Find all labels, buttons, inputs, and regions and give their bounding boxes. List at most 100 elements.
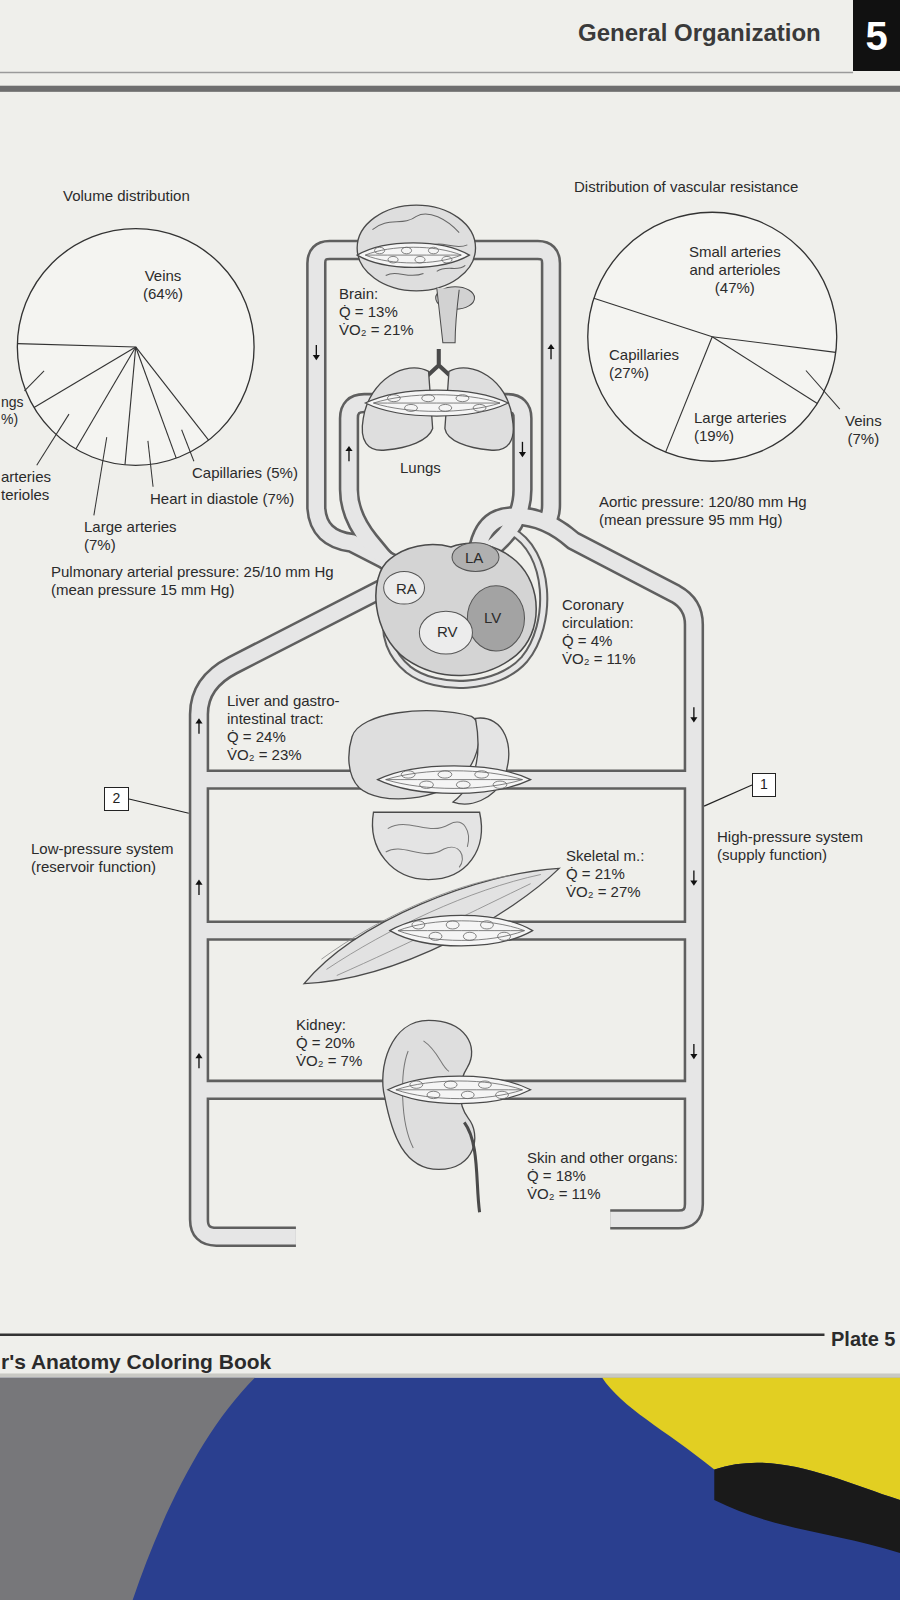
- flow-arrow: [690, 1054, 697, 1059]
- capillary-bed: [475, 771, 489, 778]
- kidney-drawing: [464, 1122, 479, 1212]
- pie-chart: [588, 212, 837, 461]
- chamber-label: LV: [484, 609, 501, 627]
- organ-label: Lungs: [400, 459, 441, 477]
- slice-label: Capillaries (27%): [609, 346, 679, 382]
- page-rule: [0, 1333, 824, 1336]
- capillary-bed: [365, 255, 461, 263]
- callout-number: 2: [113, 791, 121, 806]
- flow-arrow: [198, 1057, 199, 1068]
- leader-line: [24, 371, 44, 391]
- system-label: Low-pressure system (reservoir function): [31, 840, 174, 876]
- flow-arrow: [519, 452, 526, 457]
- leader-line: [806, 370, 840, 409]
- slice-border: [125, 347, 136, 465]
- plate-number-box: 5: [853, 0, 900, 71]
- capillary-bed: [388, 1076, 531, 1104]
- photo-background: [714, 1463, 900, 1553]
- slice-border: [136, 347, 176, 458]
- capillary-bed: [429, 932, 442, 940]
- flow-arrow: [198, 884, 199, 895]
- muscle-drawing: [321, 874, 540, 975]
- leader-line: [148, 441, 153, 487]
- capillary-bed: [442, 256, 452, 263]
- liver-gut-drawing: [373, 812, 482, 879]
- page-rule: [0, 86, 900, 92]
- leader-line: [24, 370, 839, 813]
- capillary-bed: [401, 247, 411, 254]
- pressure-note: Pulmonary arterial pressure: 25/10 mm Hg…: [51, 563, 334, 599]
- capillary-bed: [357, 243, 533, 1104]
- chamber-label: LA: [465, 549, 483, 567]
- capillary-bed: [373, 403, 500, 411]
- pressure-note: Aortic pressure: 120/80 mm Hg (mean pres…: [599, 493, 807, 529]
- slice-border: [712, 337, 817, 404]
- capillary-bed: [420, 781, 434, 788]
- capillary-bed: [398, 930, 525, 931]
- page-header: General Organization: [578, 19, 821, 47]
- capillary-bed: [478, 1081, 491, 1088]
- callout-box: 2: [104, 787, 129, 811]
- pie-chart: [17, 212, 836, 465]
- flow-arrow: [195, 1053, 202, 1058]
- slice-label: Large arteries (7%): [84, 518, 177, 554]
- slice-label: Capillaries (5%): [192, 464, 298, 482]
- capillary-bed: [439, 404, 452, 411]
- heart-drawing: [384, 571, 425, 604]
- slice-border: [594, 298, 712, 336]
- page-rule: [0, 72, 853, 74]
- capillary-bed: [412, 921, 425, 929]
- capillary-bed: [386, 780, 523, 789]
- capillary-bed: [496, 1091, 509, 1098]
- flow-arrow: [690, 881, 697, 886]
- system-label: High-pressure system (supply function): [717, 828, 863, 864]
- capillary-bed: [473, 404, 486, 411]
- organ-label: Kidney: Q̇ = 20% V̇O₂ = 7%: [296, 1016, 362, 1070]
- flow-arrow: [345, 446, 352, 451]
- capillary-bed: [373, 395, 500, 403]
- capillary-bed: [388, 256, 398, 263]
- slice-label: Large arteries (19%): [694, 409, 787, 445]
- chamber-label: RV: [437, 623, 458, 641]
- capillary-bed: [410, 1081, 423, 1088]
- plate-number: 5: [865, 14, 887, 58]
- brain-drawing: [357, 205, 475, 291]
- capillary-bed: [373, 403, 500, 404]
- flow-arrow: [690, 717, 697, 722]
- callout-leader: [704, 785, 752, 806]
- capillary-bed: [396, 1089, 523, 1090]
- chart-title: Distribution of vascular resistance: [574, 178, 798, 196]
- capillary-bed: [498, 932, 511, 940]
- photo-background: [0, 1373, 900, 1600]
- callout-number: 1: [760, 777, 768, 792]
- capillary-bed: [456, 395, 469, 402]
- capillary-bed: [390, 915, 533, 946]
- heart-drawing: [376, 543, 536, 676]
- slice-border: [34, 347, 136, 408]
- page-rule: [0, 72, 900, 1334]
- leader-line: [37, 414, 69, 465]
- capillary-bed: [398, 921, 525, 931]
- blood-vessel: [199, 250, 694, 1237]
- capillary-bed: [446, 921, 459, 929]
- capillary-bed: [386, 779, 523, 780]
- capillary-bed: [357, 243, 469, 267]
- capillary-bed: [365, 255, 461, 256]
- lungs-drawing: [362, 349, 513, 450]
- capillary-bed: [387, 395, 400, 402]
- leader-line: [94, 437, 107, 515]
- organ-label: Skeletal m.: Q̇ = 21% V̇O₂ = 27%: [566, 847, 644, 901]
- capillary-bed: [415, 256, 425, 263]
- flow-arrow: [195, 880, 202, 885]
- capillary-bed: [481, 921, 494, 929]
- flow-arrow: [693, 1044, 694, 1055]
- muscle-drawing: [304, 868, 559, 983]
- capillary-bed: [365, 390, 508, 416]
- capillary-bed: [396, 1090, 523, 1099]
- chamber-label: RA: [396, 580, 417, 598]
- slice-border: [76, 347, 136, 449]
- capillary-bed: [493, 781, 507, 788]
- photo-background: [0, 1378, 255, 1600]
- chart-title: Volume distribution: [63, 187, 190, 205]
